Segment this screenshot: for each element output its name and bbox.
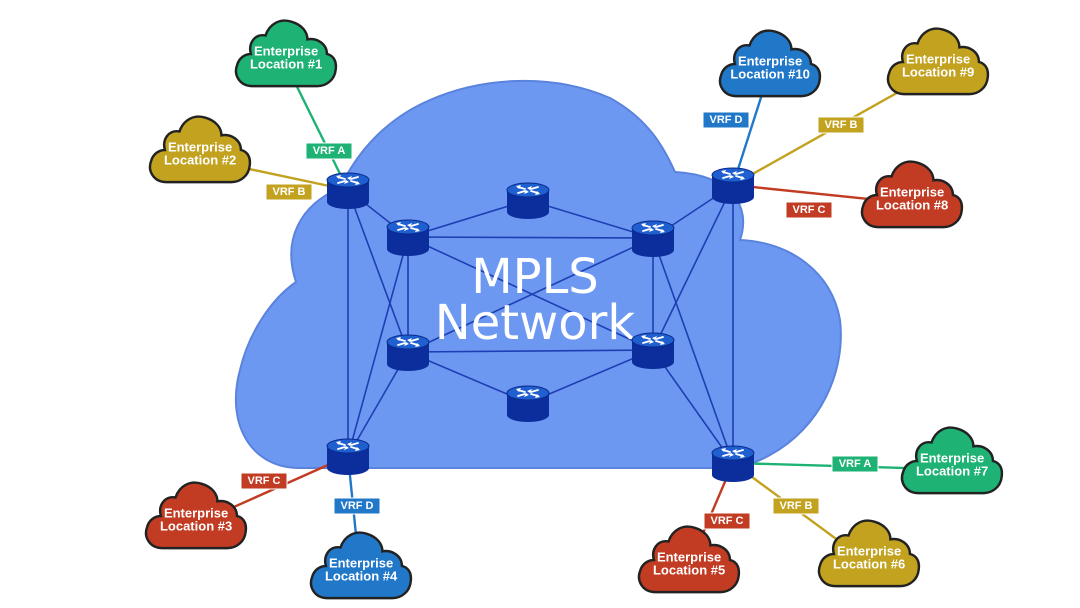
location-line2: Location #10 <box>730 67 809 82</box>
router-icon[interactable] <box>711 445 755 482</box>
svg-text:VRF B: VRF B <box>825 119 858 131</box>
location-line2: Location #2 <box>164 153 236 168</box>
mesh-link <box>347 189 409 353</box>
location-line1: Enterprise <box>164 505 228 520</box>
mpls-cloud <box>234 79 842 469</box>
location-line2: Location #9 <box>902 65 974 80</box>
router-icon[interactable] <box>326 172 370 209</box>
router-icon[interactable] <box>631 220 675 257</box>
router-icon[interactable] <box>386 334 430 371</box>
vrf-tag: VRF C <box>785 201 833 219</box>
network-title-line2: Network <box>435 295 636 351</box>
location-line1: Enterprise <box>906 51 970 66</box>
location-line2: Location #5 <box>653 563 725 578</box>
vrf-tag: VRF A <box>831 455 879 473</box>
svg-text:VRF C: VRF C <box>248 475 281 487</box>
svg-text:VRF C: VRF C <box>793 204 826 216</box>
network-title-line1: MPLS <box>471 249 599 305</box>
location-line1: Enterprise <box>880 184 944 199</box>
svg-text:VRF A: VRF A <box>313 145 346 157</box>
location-line1: Enterprise <box>168 139 232 154</box>
router-icon[interactable] <box>631 332 675 369</box>
vrf-tag: VRF D <box>333 497 381 515</box>
vrf-tag: VRF B <box>817 116 865 134</box>
vrf-tag: VRF B <box>265 183 313 201</box>
router-icon[interactable] <box>506 385 550 422</box>
vrf-tags: VRF A VRF B VRF C VRF D VRF C VRF B VRF … <box>240 111 879 530</box>
router-icon[interactable] <box>506 182 550 219</box>
svg-text:VRF A: VRF A <box>839 458 872 470</box>
router-icon[interactable] <box>326 438 370 475</box>
mesh-link <box>347 236 409 457</box>
svg-text:VRF D: VRF D <box>341 500 374 512</box>
mesh-link <box>407 236 654 351</box>
vrf-tag: VRF A <box>305 142 353 160</box>
location-line2: Location #6 <box>833 557 905 572</box>
mesh-link <box>407 349 654 353</box>
location-line1: Enterprise <box>329 555 393 570</box>
mesh-link <box>652 349 734 464</box>
vrf-tag: VRF C <box>703 512 751 530</box>
location-line2: Location #4 <box>325 569 398 584</box>
vrf-tag: VRF D <box>702 111 750 129</box>
svg-text:VRF C: VRF C <box>711 515 744 527</box>
location-line2: Location #1 <box>250 57 322 72</box>
location-line1: Enterprise <box>738 53 802 68</box>
mesh-link <box>652 237 734 464</box>
routers <box>326 167 755 482</box>
router-icon[interactable] <box>711 167 755 204</box>
vrf-tag: VRF C <box>240 472 288 490</box>
location-line2: Location #7 <box>916 464 988 479</box>
location-line1: Enterprise <box>254 43 318 58</box>
location-line1: Enterprise <box>657 549 721 564</box>
location-line2: Location #8 <box>876 198 948 213</box>
mesh-link <box>652 184 734 351</box>
svg-text:VRF D: VRF D <box>710 114 743 126</box>
svg-text:VRF B: VRF B <box>273 186 306 198</box>
location-line2: Location #3 <box>160 519 232 534</box>
mesh-link <box>407 237 654 353</box>
vrf-tag: VRF B <box>772 497 820 515</box>
location-line1: Enterprise <box>920 450 984 465</box>
location-line1: Enterprise <box>837 543 901 558</box>
router-icon[interactable] <box>386 219 430 256</box>
svg-text:VRF B: VRF B <box>780 500 813 512</box>
mesh-link <box>407 236 654 239</box>
